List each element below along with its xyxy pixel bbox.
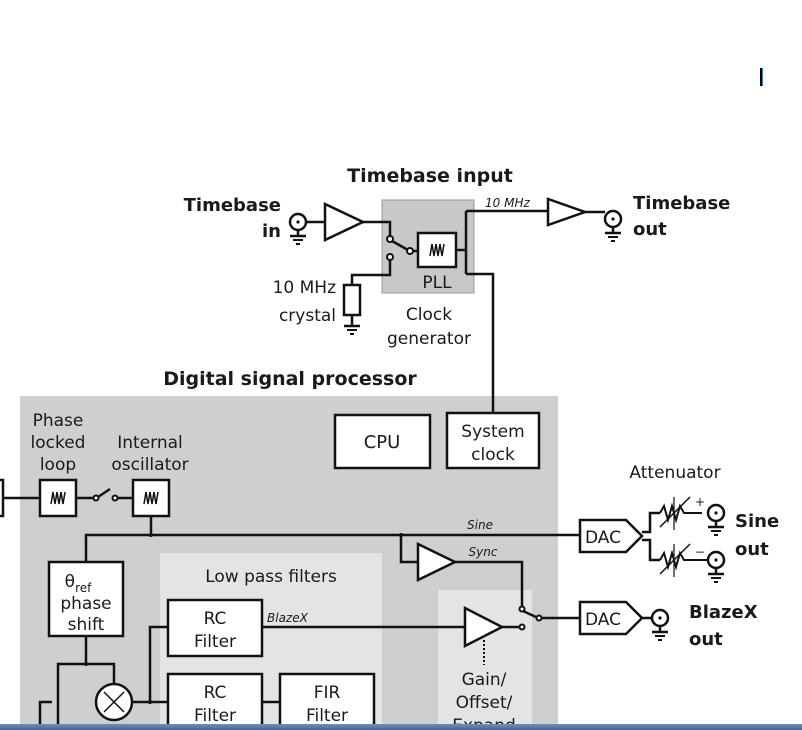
pll-label: PLL — [422, 273, 452, 293]
fir-filter-box — [278, 672, 376, 730]
timebase-input-title: Timebase input — [347, 165, 513, 187]
timebase-out-label-2: out — [633, 219, 667, 240]
gain-label-2: Offset/ — [456, 693, 513, 713]
timebase-out-label-1: Timebase — [633, 193, 730, 214]
rc-filter-2-label-2: Filter — [194, 706, 236, 726]
low-pass-filters-title: Low pass filters — [205, 567, 337, 587]
system-clock-box — [445, 411, 541, 470]
rc-filter-2-box — [166, 672, 264, 730]
rc-filter-1-box — [166, 598, 264, 658]
sync-amplifier-icon — [416, 542, 458, 582]
sine-out-plus-connector-icon — [706, 503, 726, 537]
dac-2-box — [578, 600, 644, 636]
clock-generator-label-1: Clock — [406, 305, 452, 325]
system-clock-label-2: clock — [471, 445, 515, 465]
clock-select-switch — [391, 239, 409, 252]
fir-filter-label-2: Filter — [306, 706, 348, 726]
cpu-label: CPU — [364, 432, 401, 453]
internal-oscillator-label-2: oscillator — [111, 455, 188, 475]
gain-amplifier-icon — [463, 605, 505, 649]
phase-locked-loop-label-3: loop — [40, 455, 76, 475]
blazex-signal-label: BlazeX — [267, 611, 309, 625]
timebase-out-connector-icon — [603, 209, 623, 243]
timebase-in-label-2: in — [262, 221, 281, 242]
10mhz-signal-label: 10 MHz — [485, 196, 530, 210]
phase-locked-loop-label-1: Phase — [33, 411, 84, 431]
sine-out-label-1: Sine — [735, 511, 779, 532]
theta-symbol: θref — [65, 572, 92, 595]
timebase-in-label-1: Timebase — [184, 195, 281, 216]
dac-2-label: DAC — [585, 610, 621, 630]
taskbar[interactable] — [0, 724, 802, 730]
output-select-switch — [522, 609, 537, 619]
timebase-out-amplifier-icon — [546, 197, 589, 227]
blazex-out-connector-icon — [650, 608, 670, 642]
internal-oscillator-label-1: Internal — [117, 433, 183, 453]
rc-filter-2-label-1: RC — [204, 683, 227, 703]
crystal-label-2: crystal — [279, 306, 336, 326]
text-cursor — [760, 68, 763, 86]
timebase-in-amplifier-icon — [323, 202, 366, 242]
attenuator-label: Attenuator — [629, 463, 720, 483]
phase-shift-label-2: shift — [68, 615, 105, 635]
cpu-box — [333, 413, 432, 470]
minus-sign: − — [695, 545, 705, 559]
crystal-icon — [342, 283, 362, 317]
phase-shift-box — [47, 560, 125, 638]
sine-signal-label: Sine — [467, 518, 493, 532]
rc-filter-1-label-2: Filter — [194, 632, 236, 652]
blazex-out-label-1: BlazeX — [689, 602, 758, 623]
gain-label-1: Gain/ — [462, 670, 507, 690]
plus-sign: + — [695, 495, 705, 509]
dac-1-label: DAC — [585, 528, 621, 548]
clock-generator-region — [381, 199, 475, 294]
crystal-label-1: 10 MHz — [273, 278, 336, 298]
phase-shift-label-1: phase — [60, 594, 111, 614]
offscreen-block — [0, 478, 5, 518]
dac-1-box — [578, 518, 644, 554]
clock-generator-label-2: generator — [387, 329, 471, 349]
blazex-out-label-2: out — [689, 629, 723, 650]
dsp-title: Digital signal processor — [163, 368, 417, 390]
sine-out-minus-connector-icon — [706, 550, 726, 584]
timebase-in-connector-icon — [288, 212, 308, 246]
oscillator-switch — [97, 487, 111, 499]
system-clock-label-1: System — [461, 422, 524, 442]
sync-signal-label: Sync — [469, 545, 498, 559]
phase-locked-loop-label-2: locked — [31, 433, 86, 453]
rc-filter-1-label-1: RC — [204, 609, 227, 629]
sine-out-label-2: out — [735, 539, 769, 560]
fir-filter-label-1: FIR — [314, 683, 341, 703]
